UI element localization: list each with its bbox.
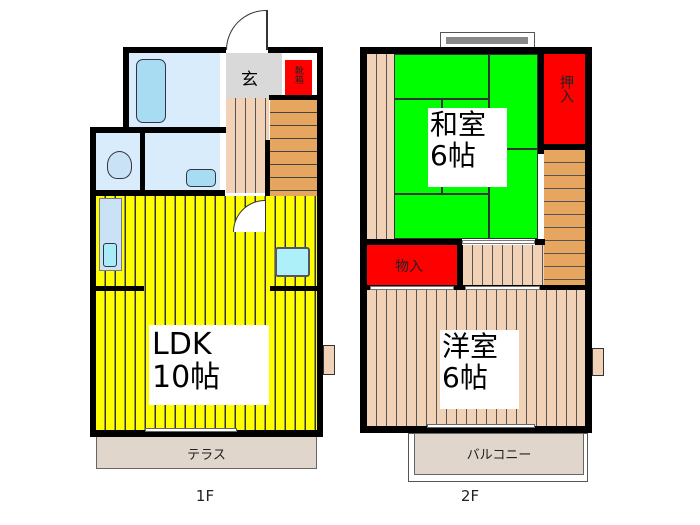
floor2-caption: 2F — [460, 487, 480, 505]
floor1-caption: 1F — [195, 487, 215, 505]
toilet-icon — [107, 151, 132, 179]
ldk-name: LDK — [152, 327, 212, 362]
balcony-window — [427, 424, 535, 428]
genkan-label: 玄 — [241, 70, 258, 90]
entrance-door — [226, 10, 268, 50]
washitsu-label: 和室 6帖 — [428, 108, 507, 187]
hallway-2f — [463, 245, 544, 285]
ldk-size: 10帖 — [152, 360, 221, 395]
oshiire — [544, 54, 585, 144]
hall-door — [465, 286, 540, 290]
floor-plan-1f: 玄 靴箱 LDK 10帖 テラス — [90, 0, 340, 470]
washbasin-icon — [186, 169, 216, 187]
floor-plan-2f: 和室 6帖 押入 物入 洋室 6帖 バルコニー — [355, 30, 605, 482]
terrace — [96, 437, 317, 469]
washitsu-size: 6帖 — [430, 138, 476, 172]
balcony-floor — [414, 433, 584, 475]
terrace-label: テラス — [187, 448, 226, 463]
shoe-box — [285, 60, 312, 95]
ldk-label: LDK 10帖 — [149, 325, 269, 405]
sliding-door — [462, 240, 535, 244]
genkan — [226, 53, 282, 98]
bathtub-icon — [136, 59, 166, 123]
monoire-door — [370, 286, 454, 290]
oshiire-label: 押入 — [558, 75, 574, 103]
sliding-window — [145, 428, 237, 432]
hallway — [226, 98, 269, 193]
monoire — [367, 245, 457, 285]
monoire-label: 物入 — [395, 259, 423, 275]
tv-stand-icon — [275, 247, 310, 277]
side-window-2f — [592, 348, 604, 376]
youshitsu-name: 洋室 — [442, 330, 499, 363]
sink-icon — [103, 243, 117, 267]
balcony-label: バルコニー — [466, 448, 532, 463]
door-leaf — [266, 10, 268, 50]
shoe-box-label: 靴箱 — [293, 66, 303, 84]
youshitsu-label: 洋室 6帖 — [440, 330, 519, 409]
closet-floor — [367, 54, 394, 239]
youshitsu-size: 6帖 — [442, 360, 488, 394]
side-window — [323, 345, 335, 375]
staircase-2f — [544, 150, 585, 285]
washitsu-name: 和室 — [430, 108, 487, 141]
top-window-sash — [446, 37, 528, 44]
